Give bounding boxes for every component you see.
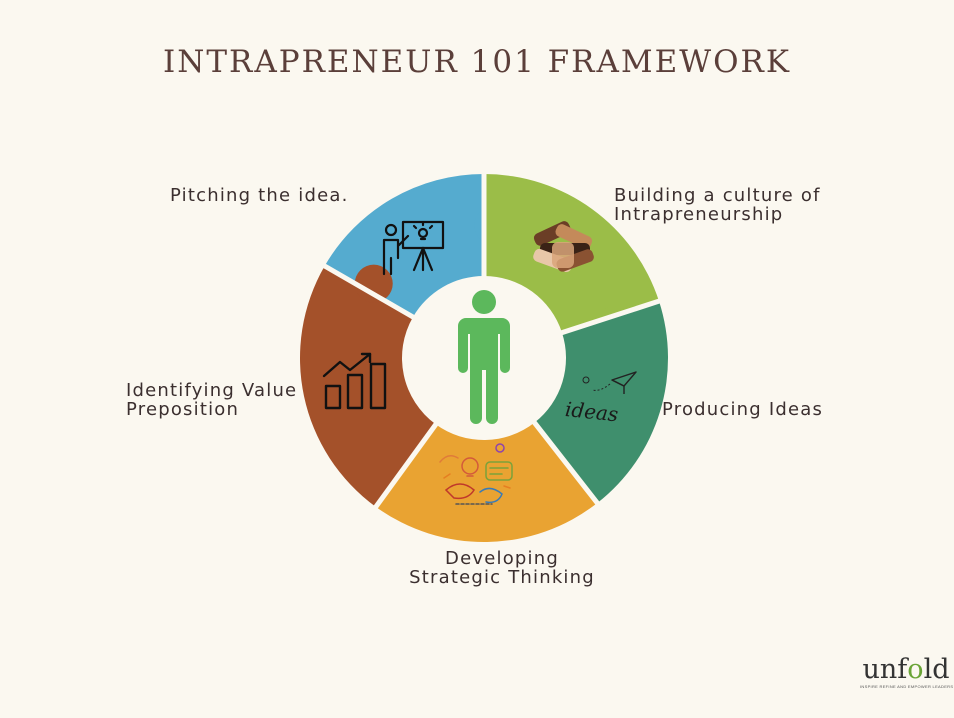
segment-divider: [531, 419, 601, 507]
label-line: Identifying Value: [126, 380, 298, 401]
growth-chart-icon: [322, 352, 387, 410]
ideas-paper-plane-icon: ideas: [564, 371, 637, 426]
label-culture: Building a culture of Intrapreneurship: [614, 186, 821, 224]
label-line: Intrapreneurship: [614, 204, 784, 225]
brand-logo: unfold INSPIRE REFINE AND EMPOWER LEADER…: [860, 654, 954, 690]
label-ideas: Producing Ideas: [662, 400, 823, 419]
segment-divider: [372, 421, 439, 510]
segment-strategic: [375, 422, 598, 542]
strategy-doodle-icon: [439, 443, 513, 505]
segment-value: [300, 266, 436, 507]
segment-divider: [559, 298, 662, 336]
person-icon: [458, 290, 510, 424]
label-line: Pitching the idea.: [170, 185, 349, 206]
brand-name: unfold: [862, 654, 950, 685]
label-line: Producing Ideas: [662, 399, 824, 420]
label-pitching: Pitching the idea.: [170, 186, 349, 205]
presentation-board-icon: [382, 220, 445, 276]
label-line: Building a culture of: [614, 185, 821, 206]
page-title: INTRAPRENEUR 101 FRAMEWORK: [162, 44, 792, 80]
label-line: Developing: [445, 548, 559, 569]
label-line: Strategic Thinking: [409, 567, 595, 588]
label-value: Identifying Value Preposition: [126, 381, 297, 419]
segment-divider: [321, 262, 416, 321]
ideas-icon-text: ideas: [564, 397, 619, 426]
stacked-hands-icon: [533, 221, 594, 273]
label-strategic: Developing Strategic Thinking: [400, 549, 604, 587]
brand-tagline: INSPIRE REFINE AND EMPOWER LEADERS: [860, 684, 954, 689]
label-line: Preposition: [126, 399, 240, 420]
